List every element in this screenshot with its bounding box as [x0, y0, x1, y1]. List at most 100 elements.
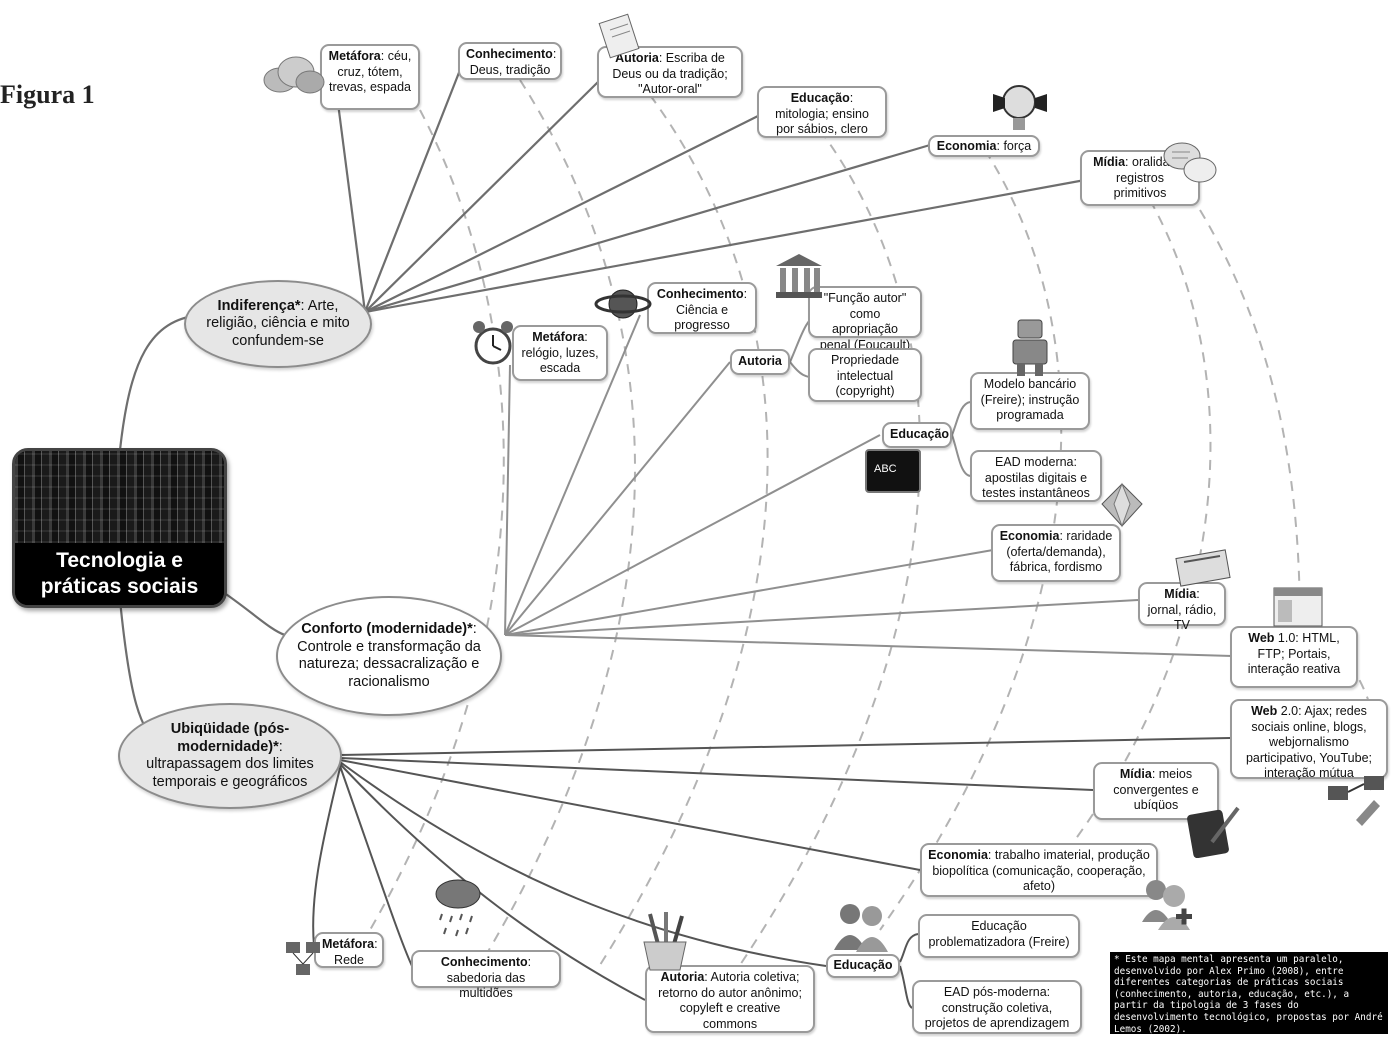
svg-text:ABC: ABC [874, 463, 897, 475]
node-label: Educação [833, 958, 893, 972]
node-text: : Rede [334, 937, 378, 967]
node-text: : Autoria coletiva; retorno do autor anô… [658, 970, 802, 1031]
node-label: Autoria [660, 970, 705, 984]
phase-indiferenca-text: : Arte, religião, ciência e mito confund… [206, 297, 350, 349]
node-conforto-autoria[interactable]: Autoria [730, 349, 790, 375]
node-text: Propriedade intelectual (copyright) [830, 353, 900, 398]
node-text: EAD pós-moderna: construção coletiva, pr… [924, 985, 1070, 1030]
central-title: Tecnologia e práticas sociais [15, 543, 224, 605]
node-conforto-educacao[interactable]: Educação [882, 422, 952, 448]
footnote: * Este mapa mental apresenta um paralelo… [1110, 952, 1388, 1035]
add-user-icon [1142, 880, 1192, 930]
node-ubiquidade-midia[interactable]: Mídia: meios convergentes e ubíqüos [1093, 762, 1219, 820]
phase-ubiquidade-text: : ultrapassagem dos limites temporais e … [146, 738, 314, 790]
node-label: Conhecimento [440, 955, 528, 969]
node-text: : relógio, luzes, escada [521, 330, 599, 375]
node-label: Metáfora [322, 937, 375, 951]
newspaper-icon [1175, 549, 1231, 587]
node-conforto-midia[interactable]: Mídia: jornal, rádio, TV [1138, 582, 1226, 632]
museum-icon [776, 254, 822, 298]
node-ubiquidade-educacao-ead[interactable]: EAD pós-moderna: construção coletiva, pr… [912, 980, 1082, 1034]
central-topic[interactable]: Tecnologia e práticas sociais [12, 448, 227, 608]
node-text: : mitologia; ensino por sábios, clero [775, 91, 869, 136]
node-conforto-educacao-ead[interactable]: EAD moderna: apostilas digitais e testes… [970, 450, 1102, 502]
node-label: Autoria [615, 51, 659, 65]
node-label: Autoria [738, 354, 782, 368]
node-label: Web [1251, 704, 1278, 718]
phase-conforto-title: Conforto (modernidade)* [301, 621, 473, 637]
node-indiferenca-midia[interactable]: Mídia: oralidade, registros primitivos [1080, 150, 1200, 206]
brain-cloud-icon [435, 879, 481, 937]
alarm-clock-icon [473, 321, 513, 365]
node-label: Web [1248, 631, 1275, 645]
node-indiferenca-educacao[interactable]: Educação: mitologia; ensino por sábios, … [757, 86, 887, 138]
central-title-line1: Tecnologia e [56, 549, 183, 572]
node-indiferenca-metafora[interactable]: Metáfora: céu, cruz, tótem, trevas, espa… [320, 44, 420, 110]
phase-conforto[interactable]: Conforto (modernidade)*: Controle e tran… [276, 596, 502, 716]
node-text: "Função autor" como apropriação penal (F… [819, 291, 911, 352]
node-text: : Ciência e progresso [674, 287, 748, 332]
node-ubiquidade-conhecimento[interactable]: Conhecimento: sabedoria das multidões [411, 950, 561, 1000]
node-text: EAD moderna: apostilas digitais e testes… [982, 455, 1090, 500]
node-label: Mídia [1164, 587, 1197, 601]
pencils-cup-icon [643, 912, 687, 971]
phase-conforto-text: : Controle e transformação da natureza; … [297, 621, 481, 690]
speech-bubbles-icon [1163, 142, 1217, 183]
node-conforto-conhecimento[interactable]: Conhecimento: Ciência e progresso [647, 282, 757, 334]
chalkboard-icon: ABC [865, 449, 921, 493]
figure-label: Figura 1 [0, 80, 95, 109]
tablet-pen-icon [1187, 806, 1240, 858]
node-text: : Escriba de Deus ou da tradição; "Autor… [612, 51, 728, 96]
users-icon [834, 904, 888, 952]
node-conforto-economia[interactable]: Economia: raridade (oferta/demanda), fáb… [991, 524, 1121, 582]
node-label: Mídia [1093, 155, 1126, 169]
node-ubiquidade-autoria[interactable]: Autoria: Autoria coletiva; retorno do au… [645, 965, 815, 1033]
megaphone-icon [993, 85, 1047, 130]
node-conforto-educacao-bancario[interactable]: Modelo bancário (Freire); instrução prog… [970, 372, 1090, 430]
node-label: Economia [999, 529, 1060, 543]
node-conforto-metafora[interactable]: Metáfora: relógio, luzes, escada [512, 325, 608, 381]
gem-icon [1101, 482, 1143, 528]
node-ubiquidade-educacao-problematizadora[interactable]: Educação problematizadora (Freire) [918, 914, 1080, 958]
node-text: : céu, cruz, tótem, trevas, espada [329, 49, 412, 94]
node-ubiquidade-metafora[interactable]: Metáfora: Rede [314, 932, 384, 968]
central-title-line2: práticas sociais [40, 575, 199, 598]
phase-ubiquidade-title: Ubiqüidade (pós-modernidade)* [170, 721, 290, 755]
cloud-icon [263, 56, 325, 94]
node-conforto-autoria-funcao[interactable]: "Função autor" como apropriação penal (F… [808, 286, 922, 352]
node-indiferenca-economia[interactable]: Economia: força [928, 135, 1040, 157]
node-label: Mídia [1119, 767, 1152, 781]
node-indiferenca-conhecimento[interactable]: Conhecimento: Deus, tradição [458, 42, 562, 80]
node-label: Economia [928, 848, 988, 862]
network-icon [1328, 776, 1384, 826]
node-conforto-autoria-propriedade[interactable]: Propriedade intelectual (copyright) [808, 348, 922, 402]
node-ubiquidade-web2[interactable]: Web 2.0: Ajax; redes sociais online, blo… [1230, 699, 1388, 780]
node-text: 1.0: HTML, FTP; Portais, interação reati… [1247, 631, 1341, 676]
computers-network-icon [286, 942, 320, 975]
node-text: Educação problematizadora (Freire) [928, 919, 1070, 949]
node-text: Modelo bancário (Freire); instrução prog… [980, 377, 1080, 422]
window-icon [1273, 587, 1323, 627]
planet-icon [594, 289, 652, 319]
node-ubiquidade-educacao[interactable]: Educação [826, 954, 900, 978]
node-text: : raridade (oferta/demanda), fábrica, fo… [1006, 529, 1113, 574]
node-label: Educação [890, 427, 950, 441]
phase-ubiquidade[interactable]: Ubiqüidade (pós-modernidade)*: ultrapass… [118, 703, 342, 809]
node-label: Economia [936, 139, 997, 153]
node-label: Educação [790, 91, 850, 105]
node-label: Conhecimento [656, 287, 744, 301]
node-text: 2.0: Ajax; redes sociais online, blogs, … [1245, 704, 1372, 780]
phase-indiferenca-title: Indiferença* [217, 297, 301, 314]
robot-icon [1012, 319, 1048, 376]
scroll-icon [598, 13, 640, 59]
node-text: : Deus, tradição [469, 47, 557, 77]
node-label: Metáfora [532, 330, 585, 344]
circuit-board-image [15, 451, 224, 543]
node-ubiquidade-web1[interactable]: Web 1.0: HTML, FTP; Portais, interação r… [1230, 626, 1358, 688]
phase-indiferenca[interactable]: Indiferença*: Arte, religião, ciência e … [184, 280, 372, 368]
node-text: : trabalho imaterial, produção biopolíti… [932, 848, 1150, 893]
node-label: Conhecimento [466, 47, 553, 61]
node-ubiquidade-economia[interactable]: Economia: trabalho imaterial, produção b… [920, 843, 1158, 897]
